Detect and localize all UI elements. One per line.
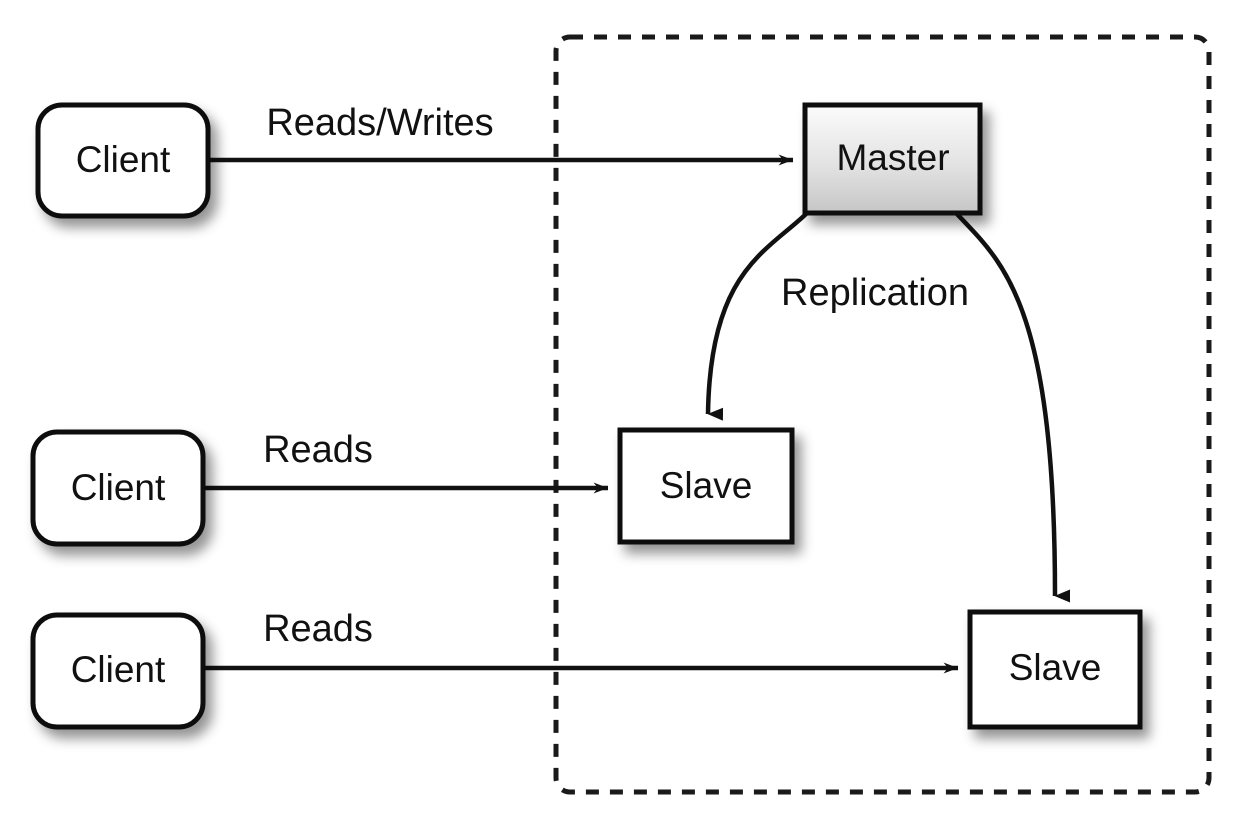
edge-path [955,212,1071,603]
node-client-1[interactable] [35,102,211,219]
slave-1-label: Slave [660,465,753,506]
edge-master-slave2 [955,212,1071,603]
slave-2-shape [967,609,1143,730]
node-client-3[interactable] [30,612,206,730]
client-1-label: Client [76,139,171,180]
node-client-2[interactable] [30,429,206,547]
edge-path [705,212,808,421]
client-3-shape [30,612,206,730]
edge-label-reads-2: Reads [263,608,373,650]
client-2-label: Client [71,467,166,508]
master-shape [802,102,983,216]
edge-label-replication: Replication [781,272,969,314]
node-slave-2[interactable] [967,609,1143,730]
slave-2-label: Slave [1009,647,1102,688]
edge-label-reads-writes: Reads/Writes [266,102,493,144]
client-3-label: Client [71,649,166,690]
server-boundary [553,34,1212,795]
client-1-shape [35,102,211,219]
edge-label-reads-1: Reads [263,429,373,471]
client-2-shape [30,429,206,547]
master-label: Master [836,137,949,178]
edge-master-slave1 [705,212,808,421]
node-master[interactable] [802,102,983,216]
node-slave-1[interactable] [617,427,795,545]
slave-1-shape [617,427,795,545]
